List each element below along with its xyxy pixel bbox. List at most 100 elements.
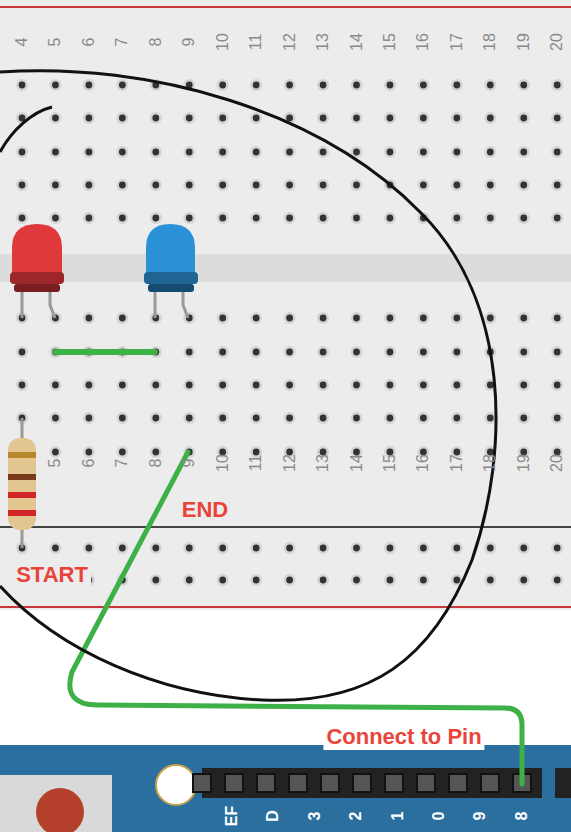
hole-halo [317,542,329,554]
pin-name: 2 [348,812,364,821]
hand-drawn-loop [0,71,496,701]
column-number: 10 [215,454,231,472]
hole-halo [49,212,61,224]
hole-halo [451,346,463,358]
hole-halo [217,412,229,424]
hole [520,149,527,156]
pin-name: 9 [472,812,488,821]
hole-halo [417,312,429,324]
hole [119,82,126,89]
hole [219,349,226,356]
hole [353,82,360,89]
hole-halo [183,112,195,124]
hole-halo [451,212,463,224]
hole [320,182,327,189]
pin-header [555,768,571,798]
hole-halo [317,412,329,424]
hole-halo [484,312,496,324]
hole [387,82,394,89]
hole-halo [284,146,296,158]
hole [487,215,494,222]
hole [487,415,494,422]
hole-halo [217,542,229,554]
hole-halo [116,446,128,458]
hole-halo [451,146,463,158]
hole [420,577,427,584]
column-number: 4 [14,38,30,47]
header-socket [385,774,403,792]
hole [554,149,561,156]
hole [19,349,26,356]
hole-halo [451,179,463,191]
hole-halo [484,79,496,91]
hole [19,182,26,189]
hole [52,382,59,389]
reset-button [36,788,84,832]
hole [420,382,427,389]
hole [353,115,360,122]
hole [253,115,260,122]
hole-halo [351,574,363,586]
hole [520,545,527,552]
hole-halo [83,312,95,324]
hole [387,215,394,222]
hole [253,349,260,356]
hole-halo [16,179,28,191]
hole-halo [217,312,229,324]
hole [554,82,561,89]
hole [520,577,527,584]
hole-halo [116,542,128,554]
column-number: 18 [482,33,498,51]
hole-halo [351,542,363,554]
hole [253,315,260,322]
hole-halo [384,542,396,554]
hole-halo [451,379,463,391]
hole-halo [83,79,95,91]
hole-halo [49,412,61,424]
hole-halo [284,212,296,224]
column-number: 6 [81,459,97,468]
hole [86,115,93,122]
hole-halo [150,146,162,158]
hole-halo [518,112,530,124]
header-socket [321,774,339,792]
hole-halo [183,212,195,224]
hole-halo [551,379,563,391]
hole-halo [384,379,396,391]
pin-name: 1 [390,812,406,821]
hole-halo [183,146,195,158]
hole [286,149,293,156]
hole [253,382,260,389]
hole-halo [250,112,262,124]
hole [286,215,293,222]
hole-halo [317,179,329,191]
hole [387,577,394,584]
hole [520,82,527,89]
hole-halo [250,379,262,391]
hole-halo [116,79,128,91]
hole-halo [417,412,429,424]
hole [286,315,293,322]
hole-halo [451,412,463,424]
hole [320,149,327,156]
jumper-wire [70,452,522,784]
column-number: 13 [315,454,331,472]
hole [453,182,460,189]
hole-halo [484,179,496,191]
resistor [8,418,36,548]
hole-halo [217,112,229,124]
hole-halo [351,379,363,391]
hole [520,115,527,122]
hole [286,115,293,122]
hole-halo [518,79,530,91]
hole [86,545,93,552]
hole-halo [217,379,229,391]
hole [152,449,159,456]
rail-line [0,6,571,8]
hole [520,349,527,356]
hole [353,349,360,356]
hole-halo [83,379,95,391]
hole [186,215,193,222]
hole [320,545,327,552]
